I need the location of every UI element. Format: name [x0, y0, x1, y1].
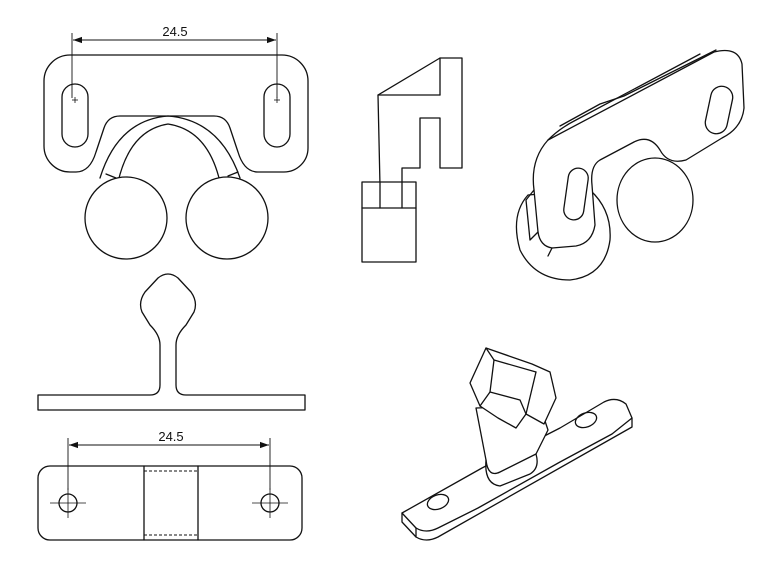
strike-profile	[37, 273, 306, 411]
strike-hole-centerlines	[50, 488, 288, 518]
strike-bottom-view: 24.5	[37, 429, 303, 541]
bottom-dimension-label: 24.5	[158, 429, 183, 444]
top-dimension: 24.5	[71, 24, 278, 98]
iso-strike-base	[401, 398, 633, 532]
side-roller-block	[361, 181, 417, 263]
side-profile	[377, 57, 463, 187]
left-slot	[61, 83, 89, 148]
spring-arch-inner	[117, 123, 221, 183]
iso-strike-hole-left	[426, 493, 450, 511]
iso-slot-right	[704, 85, 734, 135]
bottom-dimension: 24.5	[67, 429, 271, 490]
strike-front-view	[37, 273, 306, 411]
iso-back-roller	[616, 157, 694, 243]
iso-strike-head	[469, 347, 557, 429]
iso-strike-hole-right	[574, 411, 598, 429]
iso-slot-left	[563, 167, 589, 221]
catch-side-view	[361, 57, 463, 263]
left-roller	[84, 176, 168, 260]
left-slot-center-mark	[72, 97, 78, 103]
catch-top-view: 24.5	[43, 24, 309, 260]
catch-mounting-plate	[43, 54, 309, 173]
strike-plate	[37, 465, 303, 541]
strike-isometric-view	[401, 347, 633, 541]
top-dimension-label: 24.5	[162, 24, 187, 39]
catch-isometric-view	[515, 49, 745, 281]
spring-arch-outer	[99, 115, 241, 179]
right-roller	[185, 176, 269, 260]
